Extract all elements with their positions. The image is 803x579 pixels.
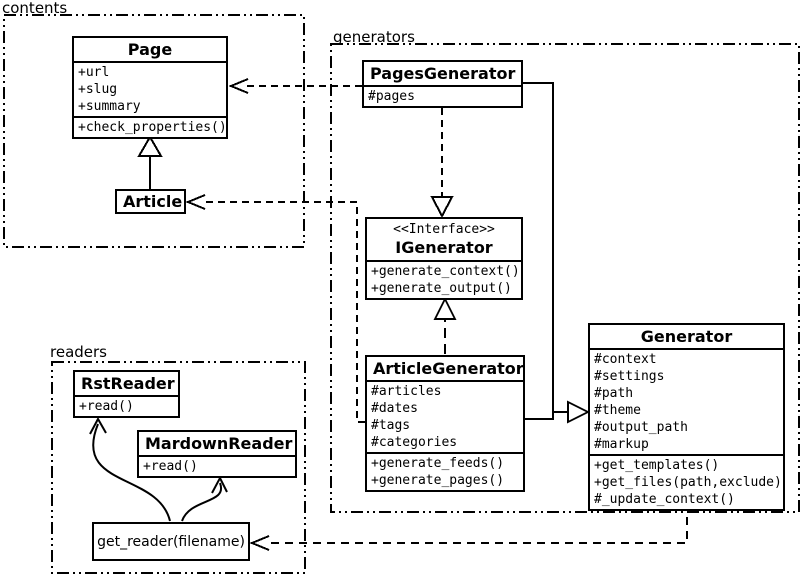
package-label-generators: generators	[333, 28, 415, 46]
package-border-contents	[3, 14, 305, 248]
edge-articlegenerator-inherits-generator	[525, 412, 554, 420]
class-article: Article	[115, 189, 186, 214]
arrowhead-at-page	[228, 78, 249, 94]
class-pagesgenerator: PagesGenerator #pages	[362, 60, 523, 108]
arrowhead-at-mardownreader	[211, 475, 228, 494]
class-articlegenerator-name: ArticleGenerator	[373, 359, 524, 378]
class-articlegenerator-methods: +generate_feeds() +generate_pages()	[367, 452, 523, 490]
class-rstreader-name: RstReader	[81, 374, 175, 393]
class-igenerator-header: <<Interface>> IGenerator	[367, 219, 521, 260]
edge-getreader-to-rstreader	[92, 423, 171, 522]
package-label-readers: readers	[50, 343, 107, 361]
class-rstreader: RstReader +read()	[73, 370, 180, 418]
arrowhead-at-getreader	[249, 535, 270, 551]
class-articlegenerator: ArticleGenerator #articles #dates #tags …	[365, 355, 525, 492]
class-rstreader-methods: +read()	[75, 395, 178, 416]
class-generator: Generator #context #settings #path #them…	[588, 323, 785, 511]
class-generator-attributes: #context #settings #path #theme #output_…	[590, 348, 783, 454]
triangle-at-igenerator-top	[430, 196, 454, 219]
arrowhead-at-article	[185, 194, 206, 210]
edge-pagesgenerator-inherits-generator	[523, 82, 568, 413]
class-mardownreader-methods: +read()	[139, 455, 295, 476]
class-article-name: Article	[123, 192, 183, 211]
function-box-get-reader: get_reader(filename)	[92, 522, 250, 561]
arrowhead-at-rstreader	[89, 416, 107, 435]
package-label-contents: contents	[2, 0, 68, 17]
class-igenerator-stereotype: <<Interface>>	[393, 222, 495, 237]
triangle-article-inherits-page	[137, 135, 163, 157]
class-page: Page +url +slug +summary +check_properti…	[72, 36, 228, 139]
class-pagesgenerator-attributes: #pages	[364, 85, 521, 106]
package-border-readers	[51, 361, 306, 574]
class-page-methods: +check_properties()	[74, 116, 227, 137]
class-pagesgenerator-name: PagesGenerator	[370, 64, 516, 83]
class-page-attributes: +url +slug +summary	[74, 61, 226, 116]
class-articlegenerator-attributes: #articles #dates #tags #categories	[367, 380, 523, 452]
edge-articlegenerator-uses-article	[203, 201, 365, 423]
package-border-generators	[330, 43, 800, 513]
class-generator-name: Generator	[640, 327, 733, 346]
class-mardownreader-name: MardownReader	[145, 434, 293, 453]
class-mardownreader: MardownReader +read()	[137, 430, 297, 478]
class-generator-methods: +get_templates() +get_files(path,exclude…	[590, 454, 783, 509]
class-igenerator-name: IGenerator	[395, 238, 493, 257]
triangle-at-igenerator-bottom	[433, 296, 457, 320]
class-igenerator: <<Interface>> IGenerator +generate_conte…	[365, 217, 523, 300]
edge-getreader-to-mardownreader	[181, 482, 223, 522]
triangle-at-generator-left	[567, 400, 591, 424]
class-igenerator-methods: +generate_context() +generate_output()	[367, 260, 521, 298]
class-page-name: Page	[127, 40, 173, 59]
